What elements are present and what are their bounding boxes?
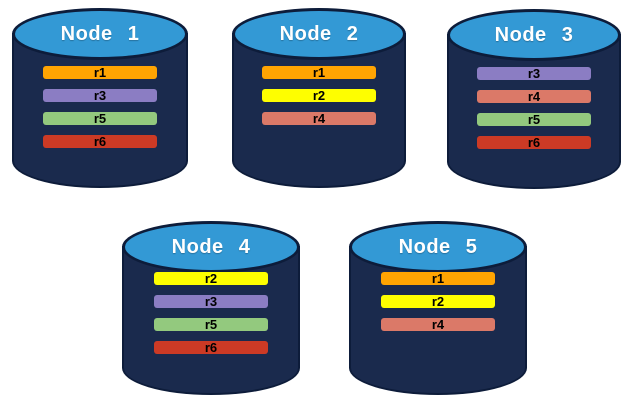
node-title: Node 1 [60, 22, 140, 45]
replica-bar-r5: r5 [154, 318, 268, 331]
node-cylinder: Node 5 r1 r2 r4 [349, 221, 527, 395]
replica-bar-r3: r3 [43, 89, 157, 102]
replica-list: r1 r2 r4 [349, 272, 527, 341]
replica-bar-r3: r3 [477, 67, 591, 80]
cylinder-top: Node 2 [232, 8, 406, 60]
replica-bar-r1: r1 [381, 272, 495, 285]
replica-bar-r5: r5 [477, 113, 591, 126]
replica-bar-r4: r4 [381, 318, 495, 331]
node-title: Node 2 [279, 22, 359, 45]
node-cylinder: Node 4 r2 r3 r5 r6 [122, 221, 300, 395]
replica-list: r3 r4 r5 r6 [447, 67, 621, 159]
replica-bar-r1: r1 [262, 66, 376, 79]
replica-bar-r2: r2 [381, 295, 495, 308]
replica-bar-r5: r5 [43, 112, 157, 125]
replica-bar-r6: r6 [477, 136, 591, 149]
replica-bar-r6: r6 [43, 135, 157, 148]
node-title: Node 5 [398, 235, 478, 258]
replica-list: r2 r3 r5 r6 [122, 272, 300, 364]
replica-bar-r4: r4 [477, 90, 591, 103]
cylinder-top: Node 3 [447, 9, 621, 61]
replica-bar-r1: r1 [43, 66, 157, 79]
node-cylinder: Node 3 r3 r4 r5 r6 [447, 9, 621, 189]
replica-bar-r2: r2 [154, 272, 268, 285]
node-cylinder: Node 2 r1 r2 r4 [232, 8, 406, 188]
replica-bar-r3: r3 [154, 295, 268, 308]
node-title: Node 4 [171, 235, 251, 258]
replica-bar-r4: r4 [262, 112, 376, 125]
replica-list: r1 r3 r5 r6 [12, 66, 188, 158]
cylinder-top: Node 5 [349, 221, 527, 273]
node-title: Node 3 [494, 23, 574, 46]
replica-bar-r6: r6 [154, 341, 268, 354]
cylinder-top: Node 1 [12, 8, 188, 60]
node-cylinder: Node 1 r1 r3 r5 r6 [12, 8, 188, 188]
replica-bar-r2: r2 [262, 89, 376, 102]
cylinder-top: Node 4 [122, 221, 300, 273]
replica-list: r1 r2 r4 [232, 66, 406, 135]
